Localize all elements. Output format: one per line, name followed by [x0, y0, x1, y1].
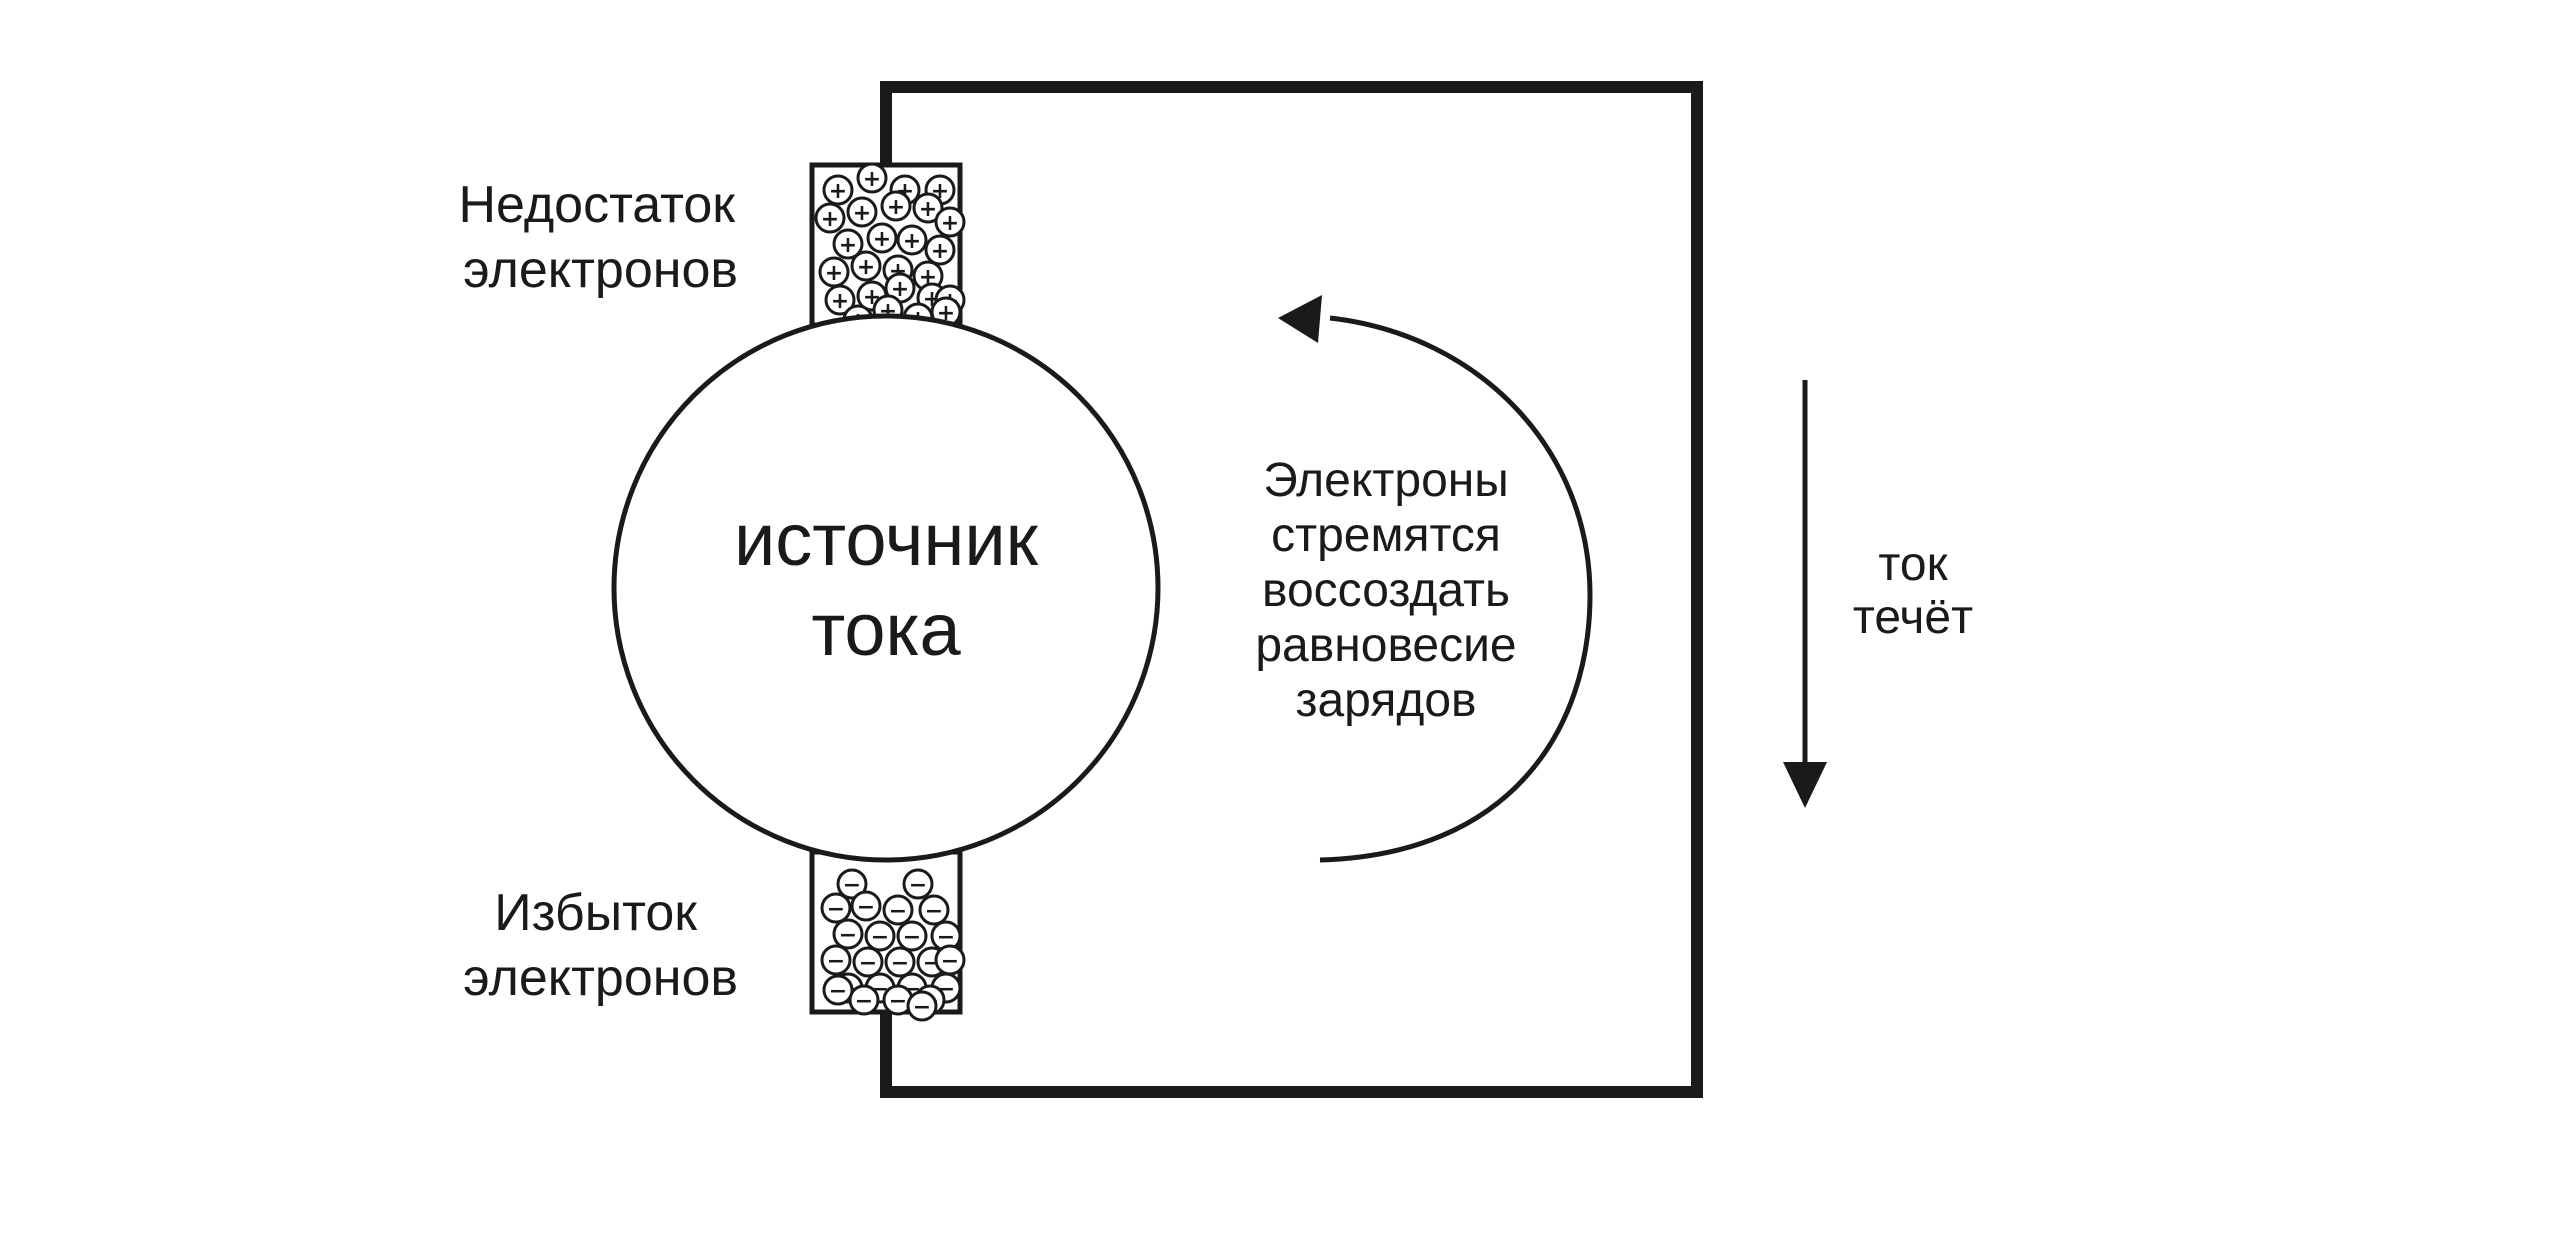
- positive-charge-particle: [850, 250, 882, 282]
- current-flow-label-line-2: течёт: [1853, 591, 1973, 644]
- negative-charge-sign: −: [891, 951, 909, 976]
- positive-charge-sign: +: [853, 201, 871, 226]
- positive-charge-particle: [824, 284, 856, 316]
- negative-charge-particle: [836, 868, 868, 900]
- positive-charge-particle: [924, 234, 956, 266]
- positive-charge-sign: +: [891, 277, 909, 302]
- negative-charge-particle: [822, 974, 854, 1006]
- positive-charge-particle: [856, 162, 888, 194]
- positive-charge-sign: +: [931, 239, 949, 264]
- negative-charge-sign: −: [937, 925, 955, 950]
- negative-charge-sign: −: [941, 949, 959, 974]
- negative-charge-sign: −: [859, 951, 877, 976]
- negative-charge-particle: [906, 990, 938, 1022]
- negative-charge-sign: −: [889, 899, 907, 924]
- positive-charge-sign: +: [829, 179, 847, 204]
- negative-charge-sign: −: [843, 873, 861, 898]
- positive-charge-particle: [814, 202, 846, 234]
- negative-charge-particle: [848, 984, 880, 1016]
- positive-charge-sign: +: [941, 211, 959, 236]
- positive-charge-sign: +: [919, 197, 937, 222]
- electron-flow-arrowhead-icon: [1278, 295, 1322, 343]
- negative-charge-particle: [882, 894, 914, 926]
- positive-charge-sign: +: [863, 167, 881, 192]
- positive-charge-particle: [866, 222, 898, 254]
- negative-charge-sign: −: [857, 895, 875, 920]
- negative-charge-sign: −: [855, 989, 873, 1014]
- negative-charge-particle: [852, 946, 884, 978]
- electron-flow-label-line-3: воссоздать: [1262, 564, 1510, 617]
- bottom-terminal-label-line-2: электронов: [463, 949, 738, 1007]
- current-flow-arrowhead-icon: [1783, 762, 1827, 808]
- electron-flow-label-line-2: стремятся: [1271, 509, 1501, 562]
- electron-flow-label-line-5: зарядов: [1295, 674, 1476, 727]
- negative-charge-particle: [832, 918, 864, 950]
- positive-charge-sign: +: [887, 195, 905, 220]
- negative-charge-sign: −: [903, 925, 921, 950]
- positive-charge-sign: +: [831, 289, 849, 314]
- positive-charge-particle: [822, 174, 854, 206]
- negative-charge-sign: −: [827, 897, 845, 922]
- positive-charge-particle: [912, 192, 944, 224]
- positive-charge-particle: [832, 228, 864, 260]
- positive-charge-particle: [880, 190, 912, 222]
- source-label-line-2: тока: [811, 588, 961, 671]
- electron-flow-label-line-1: Электроны: [1263, 454, 1509, 507]
- negative-charge-sign: −: [871, 925, 889, 950]
- negative-charge-sign: −: [839, 923, 857, 948]
- top-terminal-label-line-1: Недостаток: [458, 176, 735, 234]
- positive-charge-sign: +: [903, 229, 921, 254]
- negative-charge-particle: [902, 868, 934, 900]
- negative-charge-sign: −: [909, 873, 927, 898]
- negative-charge-sign: −: [889, 989, 907, 1014]
- electron-flow-label-line-4: равновесие: [1255, 619, 1516, 672]
- positive-charge-sign: +: [825, 261, 843, 286]
- positive-charge-sign: +: [873, 227, 891, 252]
- positive-charges-group: ++++++++++++++++++++++++++: [814, 162, 966, 336]
- current-flow-label-line-1: ток: [1878, 538, 1948, 591]
- positive-charge-sign: +: [821, 207, 839, 232]
- negative-charge-particle: [820, 892, 852, 924]
- negative-charge-particle: [896, 920, 928, 952]
- positive-charge-sign: +: [839, 233, 857, 258]
- negative-charge-particle: [918, 894, 950, 926]
- negative-charge-sign: −: [913, 995, 931, 1020]
- negative-charge-sign: −: [925, 899, 943, 924]
- electron-flow-arrow: [1319, 315, 1593, 863]
- bottom-terminal-label-line-1: Избыток: [494, 884, 697, 942]
- source-label-line-1: источник: [734, 498, 1039, 581]
- positive-charge-particle: [846, 196, 878, 228]
- positive-charge-particle: [896, 224, 928, 256]
- top-terminal-label-line-2: электронов: [463, 241, 738, 299]
- negative-charge-particle: [850, 890, 882, 922]
- negative-charges-group: −−−−−−−−−−−−−−−−−−−−−−−−: [820, 868, 966, 1022]
- positive-charge-sign: +: [857, 255, 875, 280]
- negative-charge-particle: [820, 944, 852, 976]
- negative-charge-particle: [864, 920, 896, 952]
- negative-charge-sign: −: [827, 949, 845, 974]
- negative-charge-sign: −: [829, 979, 847, 1004]
- circuit-wire-top: [880, 81, 1703, 1098]
- positive-charge-particle: [934, 206, 966, 238]
- negative-charge-particle: [884, 946, 916, 978]
- current-source-circle: [611, 313, 1161, 863]
